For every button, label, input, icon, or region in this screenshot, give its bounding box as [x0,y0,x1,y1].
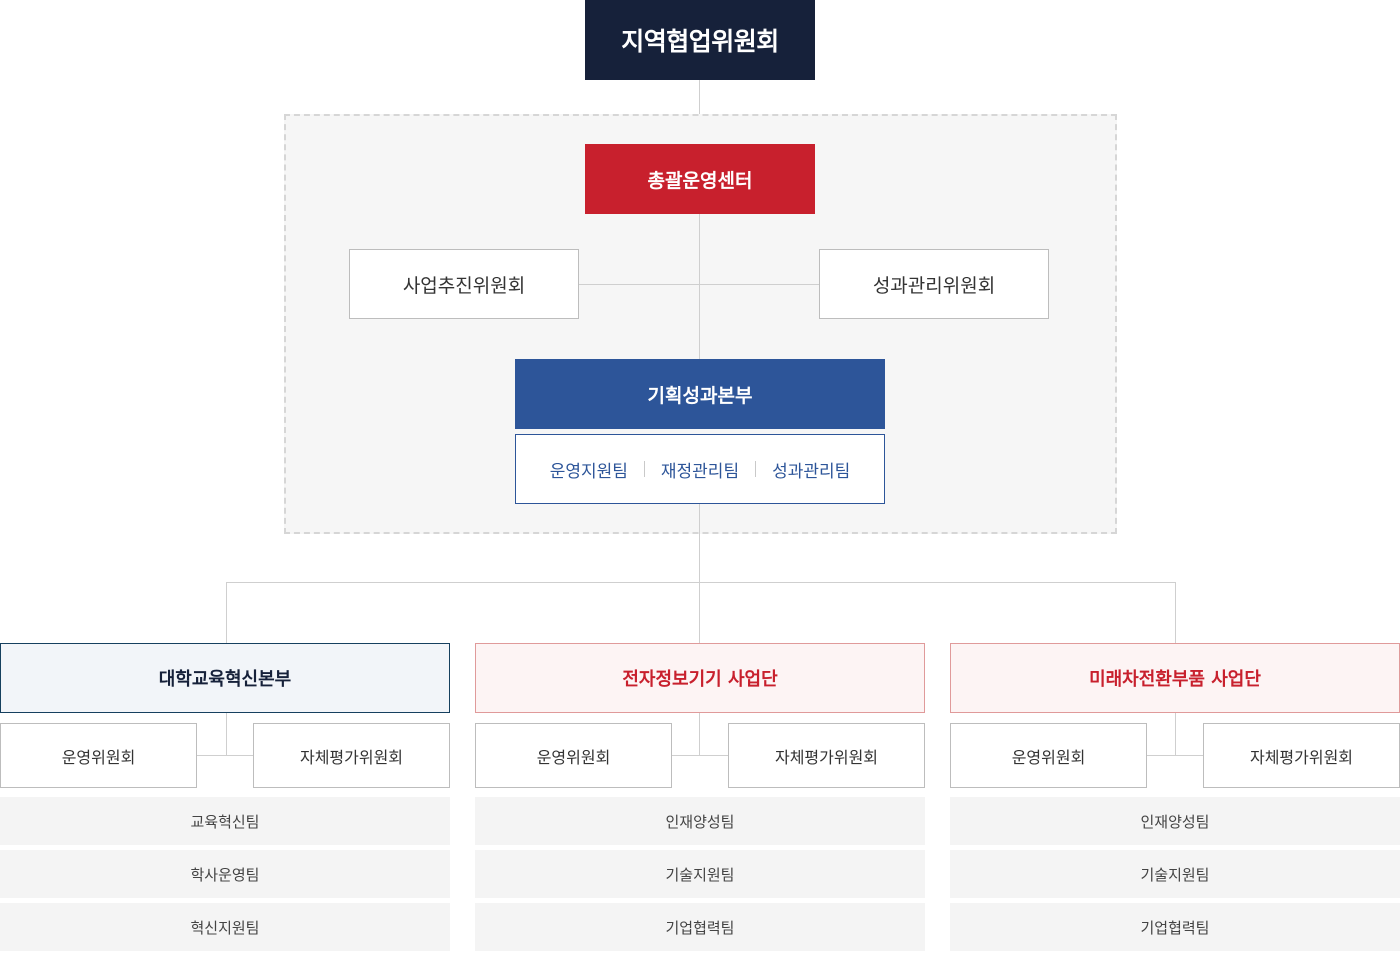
operations-center-box: 총괄운영센터 [585,144,815,214]
department-team-row: 인재양성팀 [475,797,925,845]
connector-dept2-sub-horizontal [672,755,729,756]
performance-committee-box: 성과관리위원회 [819,249,1049,319]
department-label: 미래차전환부품 사업단 [1089,669,1261,690]
connector-dept3-sub-horizontal [1147,755,1204,756]
department-sub-committee: 자체평가위원회 [728,723,925,788]
department-box: 미래차전환부품 사업단 [950,643,1400,713]
team-label: 인재양성팀 [665,812,735,831]
team-divider [643,461,645,477]
sub-committee-label: 운영위원회 [536,747,611,767]
sub-committee-label: 자체평가위원회 [299,747,404,767]
team-label: 기업협력팀 [665,918,735,937]
connector-inner-vertical [699,214,700,359]
department-team-row: 혁신지원팀 [0,903,450,951]
sub-committee-label: 운영위원회 [61,747,136,767]
department-team-row: 학사운영팀 [0,850,450,898]
department-label: 대학교육혁신본부 [158,669,292,690]
department-box: 대학교육혁신본부 [0,643,450,713]
team-label: 기업협력팀 [1140,918,1210,937]
team-divider [755,461,757,477]
planning-division-box: 기획성과본부 [515,359,885,429]
department-sub-committee: 운영위원회 [0,723,197,788]
department-team-row: 기술지원팀 [475,850,925,898]
team-label: 기술지원팀 [1140,865,1210,884]
team-label: 학사운영팀 [190,865,260,884]
connector-dept1-sub-horizontal [197,755,254,756]
connector-committees-horizontal [579,284,819,285]
department-box: 전자정보기기 사업단 [475,643,925,713]
connector-lower-vertical [699,504,700,583]
department-team-row: 기업협력팀 [475,903,925,951]
department-sub-committee: 자체평가위원회 [253,723,450,788]
connector-dept3-sub-vertical [1175,713,1176,756]
department-team-row: 교육혁신팀 [0,797,450,845]
department-sub-committee: 운영위원회 [950,723,1147,788]
sub-committee-label: 자체평가위원회 [774,747,879,767]
planning-team-item: 성과관리팀 [772,461,851,482]
sub-committee-label: 운영위원회 [1011,747,1086,767]
department-team-row: 인재양성팀 [950,797,1400,845]
department-team-row: 기업협력팀 [950,903,1400,951]
project-committee-box: 사업추진위원회 [349,249,579,319]
department-team-row: 기술지원팀 [950,850,1400,898]
department-sub-committee: 운영위원회 [475,723,672,788]
department-label: 전자정보기기 사업단 [622,669,778,690]
planning-team-item: 운영지원팀 [549,461,628,482]
connector-departments-horizontal [226,582,1176,583]
connector-dept2-sub-vertical [699,713,700,756]
team-label: 혁신지원팀 [190,918,260,937]
connector-dept2-drop [699,582,700,643]
regional-council-label: 지역협업위원회 [621,27,779,56]
planning-teams-box: 운영지원팀 재정관리팀 성과관리팀 [515,434,885,504]
sub-committee-label: 자체평가위원회 [1249,747,1354,767]
project-committee-label: 사업추진위원회 [402,274,526,297]
team-label: 교육혁신팀 [190,812,260,831]
performance-committee-label: 성과관리위원회 [872,274,996,297]
department-sub-committee: 자체평가위원회 [1203,723,1400,788]
connector-dept1-sub-vertical [226,713,227,756]
regional-council-box: 지역협업위원회 [585,0,815,80]
team-label: 인재양성팀 [1140,812,1210,831]
planning-division-label: 기획성과본부 [647,384,753,407]
team-label: 기술지원팀 [665,865,735,884]
connector-dept1-drop [226,582,227,643]
planning-team-item: 재정관리팀 [660,461,740,482]
connector-dept3-drop [1175,582,1176,643]
operations-center-label: 총괄운영센터 [647,169,753,192]
